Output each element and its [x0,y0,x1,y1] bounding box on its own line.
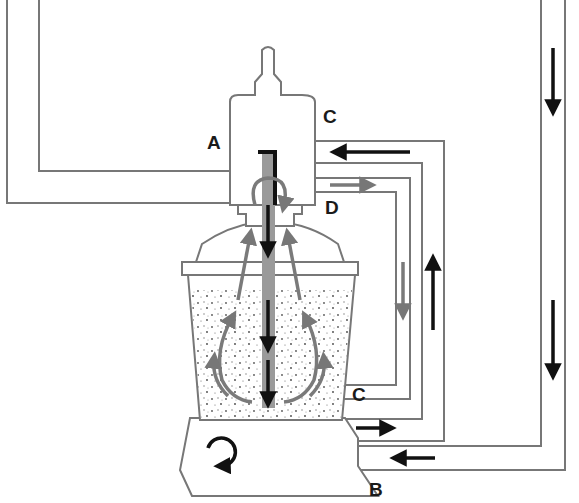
flow-arrows [208,48,553,466]
part-letter: D [325,198,339,217]
backwash-arrows [214,178,403,402]
part-letter: C [323,107,337,126]
part-letter: C [352,385,366,404]
part-letter: A [207,133,221,152]
pump-base [180,418,378,496]
part-letter: B [369,480,383,499]
pipes [23,0,553,458]
